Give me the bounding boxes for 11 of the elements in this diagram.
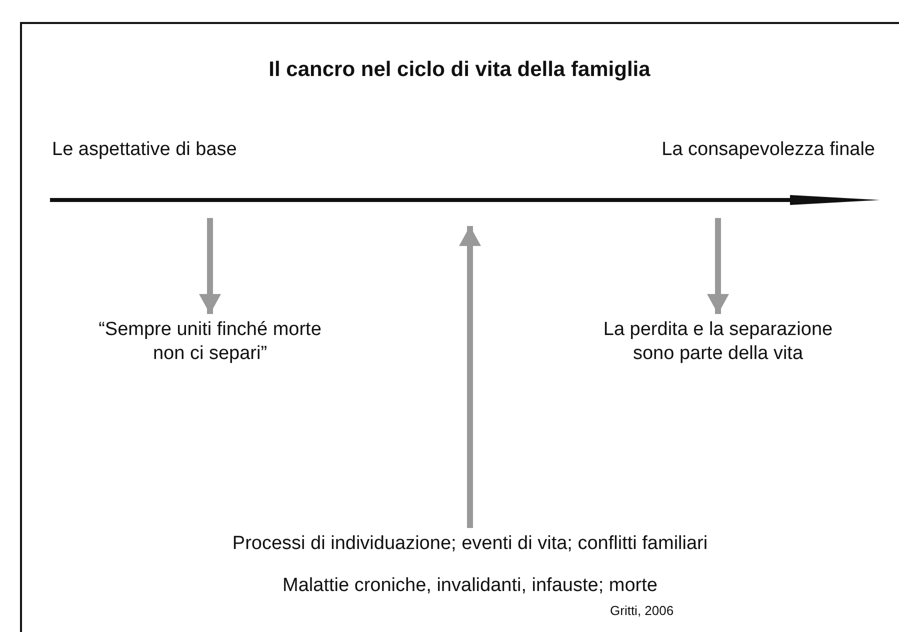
- arrow: [199, 218, 221, 314]
- node-text: “Sempre uniti finché morte non ci separi”: [98, 318, 322, 366]
- node-text: La perdita e la separazione sono parte della vita: [602, 318, 834, 366]
- title: Il cancro nel ciclo di vita della famiglia: [268, 58, 652, 82]
- timeline-end-label: La consapevolezza finale: [662, 138, 875, 162]
- arrow: [707, 218, 729, 314]
- timeline-start-label: Le aspettative di base: [52, 138, 237, 162]
- node-text: Processi di individuazione; eventi di vita; conflitti familiari: [231, 532, 709, 556]
- citation: Gritti, 2006: [610, 603, 674, 619]
- arrow: [459, 226, 481, 528]
- node-text: Malattie croniche, invalidanti, infauste; morte: [282, 574, 658, 598]
